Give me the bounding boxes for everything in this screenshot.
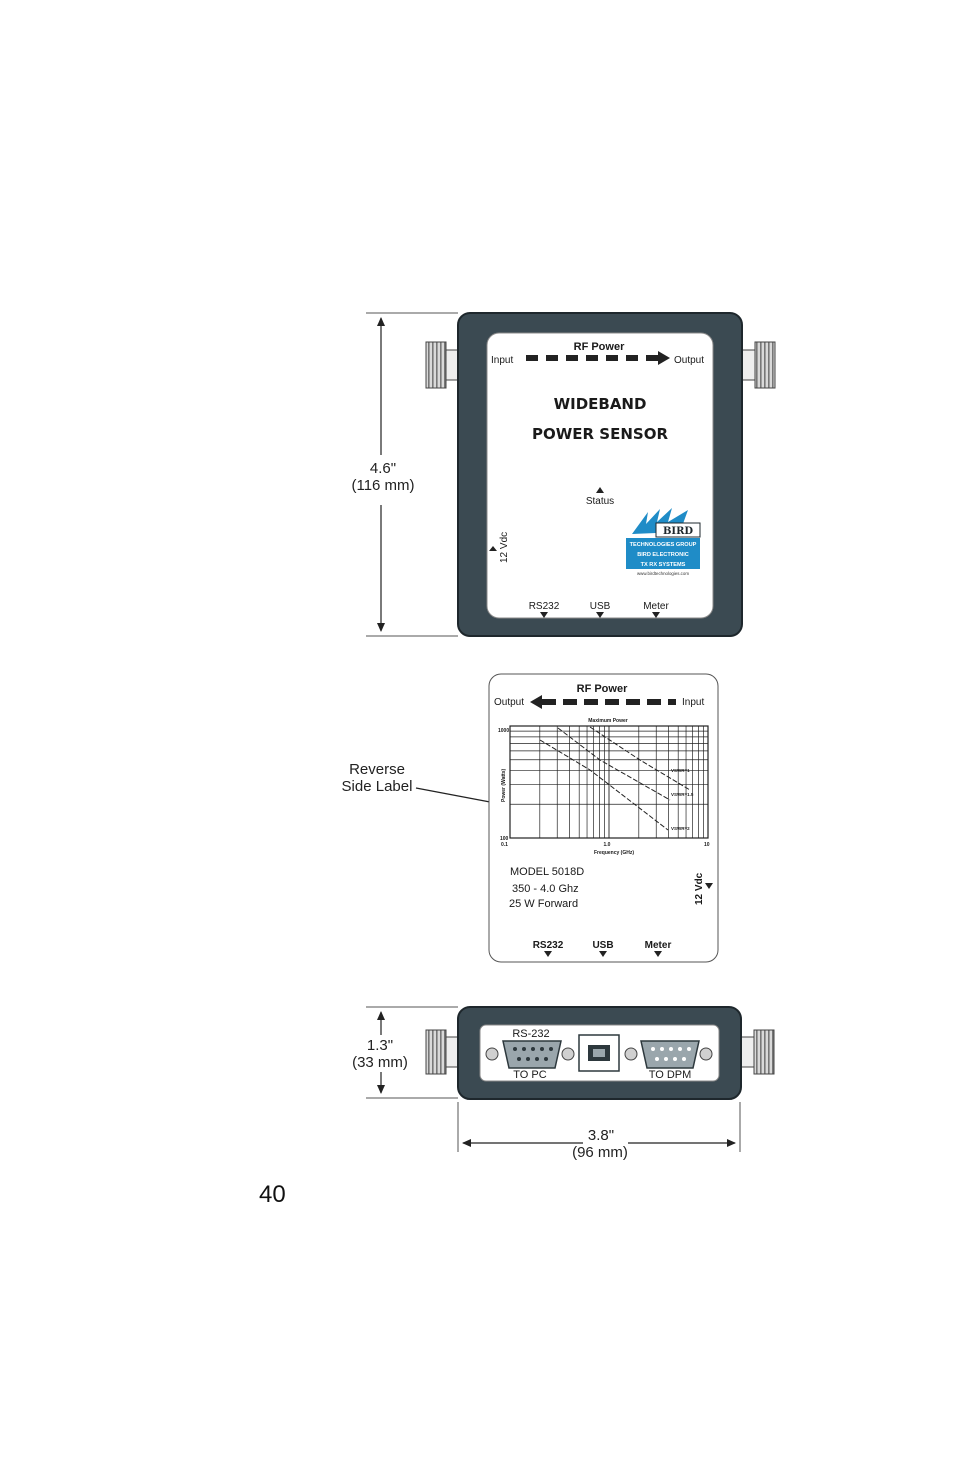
forward-power-text: 25 W Forward — [509, 898, 578, 910]
meter-arrow-icon — [652, 612, 660, 618]
callout-line-2: Side Label — [342, 778, 413, 795]
rs232-arrow-icon — [540, 612, 548, 618]
top-ports: RS232 USB Meter — [529, 601, 669, 618]
width-dimension: 3.8" (96 mm) — [457, 1102, 741, 1161]
width-dim-in: 3.8" — [588, 1127, 614, 1144]
dashed-arrow-right — [526, 351, 670, 365]
y-tick-100: 100 — [500, 836, 509, 842]
height-dimension: 4.6" (116 mm) — [351, 312, 458, 637]
x-tick-0-1: 0.1 — [501, 842, 508, 848]
port-meter-label: Meter — [643, 601, 669, 612]
curve-vswr-1 — [557, 727, 671, 801]
rev-rf-power-label: RF Power — [577, 683, 628, 695]
y-tick-1000: 1000 — [498, 728, 509, 734]
usb-arrow-icon — [596, 612, 604, 618]
curve-label-2: VSWR=1.5 — [671, 792, 694, 797]
x-axis-label: Frequency (GHz) — [594, 850, 634, 856]
bird-logo: BIRD TECHNOLOGIES GROUP BIRD ELECTRONIC … — [626, 508, 701, 576]
rev-vdc-label: 12 Vdc — [694, 872, 705, 905]
status-led-arrow — [596, 487, 604, 493]
side-right-connector — [740, 1029, 775, 1075]
model-text: MODEL 5018D — [510, 866, 584, 878]
title-line-2: POWER SENSOR — [532, 425, 668, 443]
rev-output-label: Output — [494, 697, 524, 708]
vdc-label: 12 Vdc — [499, 532, 510, 563]
width-dim-mm: (96 mm) — [572, 1144, 628, 1161]
x-tick-10: 10 — [704, 842, 710, 848]
vdc-port-right: 12 Vdc — [694, 872, 713, 905]
title-line-1: WIDEBAND — [554, 395, 647, 413]
side-left-connector — [425, 1029, 460, 1075]
x-tick-1-0: 1.0 — [604, 842, 611, 848]
rev-meter-arrow-icon — [654, 951, 662, 957]
to-dpm-label: TO DPM — [649, 1069, 692, 1081]
curve-label-1: VSWR=1 — [671, 768, 690, 773]
screw-icon — [624, 1047, 638, 1061]
port-usb-label: USB — [590, 601, 611, 612]
curve-label-3: VSWR=2 — [671, 826, 690, 831]
callout-leader — [415, 787, 491, 803]
y-axis-label: Power (Watts) — [501, 769, 507, 802]
height-dim-in: 4.6" — [370, 460, 396, 477]
input-label: Input — [491, 355, 513, 366]
right-n-connector — [741, 341, 776, 389]
curve-vswr-1-5 — [539, 739, 669, 831]
rev-input-label: Input — [682, 697, 704, 708]
freq-range-text: 350 - 4.0 Ghz — [512, 883, 579, 895]
side-height-mm: (33 mm) — [352, 1054, 408, 1071]
chart-title: Maximum Power — [588, 718, 628, 724]
side-height-dimension: 1.3" (33 mm) — [352, 1006, 458, 1099]
screw-icon — [561, 1047, 575, 1061]
rev-port-usb: USB — [592, 940, 613, 951]
reverse-side-label: Reverse Side Label RF Power Output Input… — [342, 673, 719, 963]
panel-screws — [485, 1047, 713, 1061]
side-view: 1.3" (33 mm) RS-232 — [352, 1006, 775, 1161]
screw-icon — [485, 1047, 499, 1061]
rev-ports: RS232 USB Meter — [533, 940, 672, 957]
screw-icon — [699, 1047, 713, 1061]
height-dim-mm: (116 mm) — [351, 477, 414, 494]
vdc-port-left: 12 Vdc — [489, 532, 510, 563]
logo-url: www.birdtechnologies.com — [637, 571, 689, 576]
top-view: 4.6" (116 mm) RF Power Input Output — [351, 312, 776, 637]
db9-to-dpm: TO DPM — [640, 1040, 700, 1081]
max-power-chart: Maximum Power 1000 100 Power (Watts) 0.1… — [498, 718, 710, 856]
chart-grid — [509, 725, 709, 839]
rev-port-rs232: RS232 — [533, 940, 564, 951]
logo-brand: BIRD — [663, 526, 693, 537]
page-number: 40 — [259, 1181, 286, 1208]
rev-rs232-arrow-icon — [544, 951, 552, 957]
rev-usb-arrow-icon — [599, 951, 607, 957]
left-n-connector — [425, 341, 460, 389]
chart-curves — [539, 726, 691, 831]
callout-line-1: Reverse — [349, 761, 405, 778]
side-height-in: 1.3" — [367, 1037, 393, 1054]
logo-line-2: BIRD ELECTRONIC — [637, 552, 689, 558]
usb-b-port — [578, 1034, 620, 1072]
port-rs232-label: RS232 — [529, 601, 560, 612]
to-pc-label: TO PC — [513, 1069, 546, 1081]
rf-power-label: RF Power — [574, 341, 625, 353]
logo-line-3: TX RX SYSTEMS — [641, 562, 686, 568]
curve-vswr-2 — [589, 726, 691, 791]
rs232-side-label: RS-232 — [512, 1028, 549, 1040]
status-label: Status — [586, 496, 614, 507]
db9-to-pc: RS-232 TO PC — [502, 1028, 562, 1081]
output-label: Output — [674, 355, 704, 366]
logo-line-1: TECHNOLOGIES GROUP — [630, 542, 697, 548]
rev-port-meter: Meter — [645, 940, 672, 951]
dashed-arrow-left — [530, 695, 676, 709]
